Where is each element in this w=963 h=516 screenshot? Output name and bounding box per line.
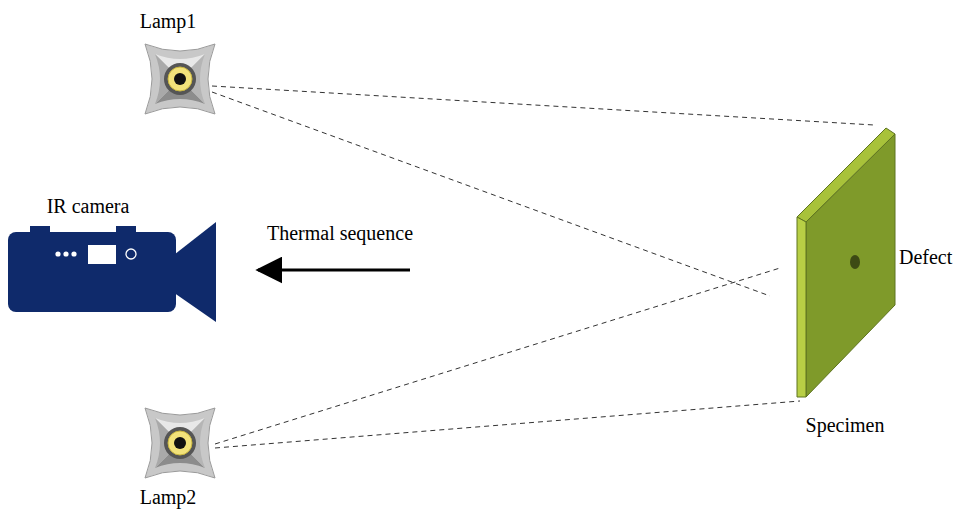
lamp-label: Lamp2 <box>140 486 197 508</box>
defect-label: Defect <box>899 246 952 268</box>
specimen-label: Specimen <box>806 414 885 436</box>
ir-camera <box>8 222 216 322</box>
camera-label: IR camera <box>47 195 130 217</box>
lamp-icon <box>145 408 215 478</box>
light-rays <box>212 86 874 448</box>
signal-label: Thermal sequence <box>267 222 413 244</box>
lamp-label: Lamp1 <box>140 10 197 32</box>
specimen-plate <box>797 128 895 397</box>
lamp-icon <box>145 44 215 114</box>
defect-mark <box>850 255 860 269</box>
signal-arrow <box>258 269 410 272</box>
